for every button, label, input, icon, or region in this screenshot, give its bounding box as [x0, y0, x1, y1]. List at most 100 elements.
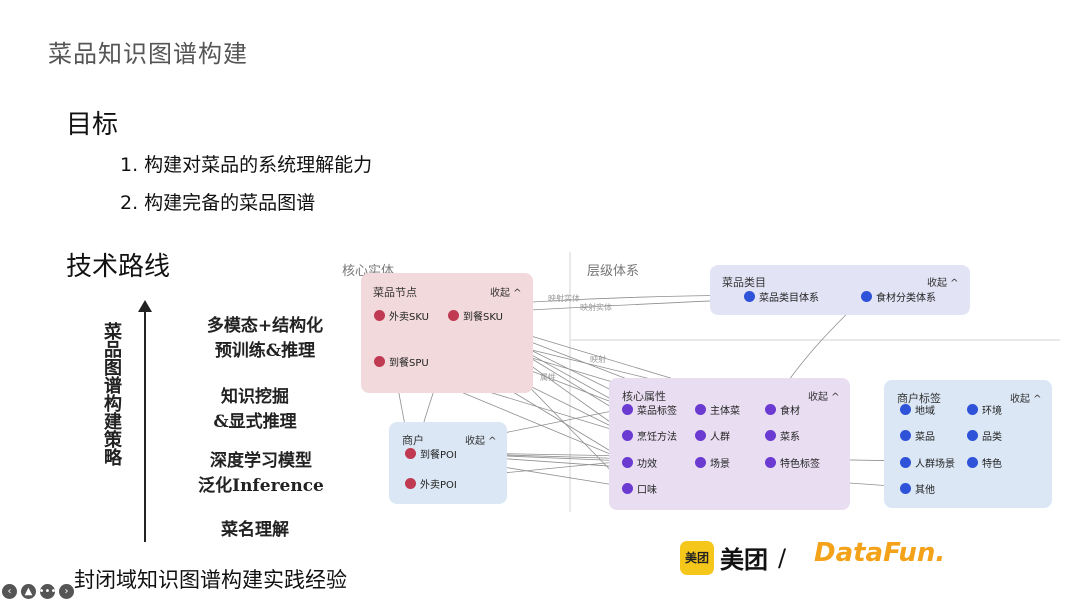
node-other[interactable]: 其他 [900, 481, 935, 496]
node-waimai-poi[interactable]: 外卖POI [405, 476, 457, 491]
strategy-vertical-label: 菜品图谱构建策略 [101, 322, 122, 466]
panel-dish-nodes [361, 273, 533, 393]
node-dot [765, 457, 776, 468]
node-daocan-spu[interactable]: 到餐SPU [374, 354, 429, 369]
node-environment[interactable]: 环境 [967, 402, 1002, 417]
node-label: 菜品类目体系 [759, 293, 819, 304]
node-dot [405, 478, 416, 489]
panel-core-attributes [609, 378, 850, 510]
level-line: 深度学习模型 [210, 451, 312, 471]
level-line: 知识挖掘 [221, 387, 289, 407]
node-dot [900, 483, 911, 494]
node-dot [765, 404, 776, 415]
arrow-shaft [144, 310, 146, 542]
node-dot [622, 404, 633, 415]
node-ingredient-category-system[interactable]: 食材分类体系 [861, 289, 936, 304]
node-cuisine[interactable]: 菜系 [765, 428, 800, 443]
node-daocan-sku[interactable]: 到餐SKU [448, 308, 503, 323]
node-daocan-poi[interactable]: 到餐POI [405, 446, 457, 461]
node-dot [967, 430, 978, 441]
node-efficacy[interactable]: 功效 [622, 455, 657, 470]
panel-merchant-tags [884, 380, 1052, 508]
logo-separator: / [778, 543, 787, 572]
player-controls: ‹ ▲ ••• › [2, 584, 74, 599]
node-dish[interactable]: 菜品 [900, 428, 935, 443]
node-cooking-method[interactable]: 烹饪方法 [622, 428, 677, 443]
collapse-toggle[interactable]: 收起 ^ [1010, 394, 1042, 405]
node-dot [448, 310, 459, 321]
node-dot [374, 310, 385, 321]
node-label: 外卖POI [420, 480, 457, 491]
datafun-logo: DataFun. [814, 538, 946, 568]
node-scene[interactable]: 场景 [695, 455, 730, 470]
level-line: 菜名理解 [221, 520, 289, 540]
pointer-icon[interactable]: ▲ [21, 584, 36, 599]
panel-title: 菜品类目 [722, 276, 766, 289]
node-dot [900, 457, 911, 468]
node-label: 特色标签 [780, 459, 820, 470]
bottom-caption: 封闭域知识图谱构建实践经验 [74, 568, 347, 592]
edge-label: 属性 [540, 372, 556, 382]
node-dot [622, 430, 633, 441]
strategy-level-1: 多模态+结构化 预训练&推理 [190, 314, 340, 364]
node-feature[interactable]: 特色 [967, 455, 1002, 470]
node-label: 烹饪方法 [637, 432, 677, 443]
node-dot [765, 430, 776, 441]
node-region[interactable]: 地域 [900, 402, 935, 417]
level-line: &显式推理 [213, 412, 297, 432]
next-icon[interactable]: › [59, 584, 74, 599]
panel-dish-category [710, 265, 970, 315]
arrow-up-icon [138, 300, 152, 312]
node-category[interactable]: 品类 [967, 428, 1002, 443]
node-dot [405, 448, 416, 459]
panel-title: 菜品节点 [373, 286, 417, 299]
node-crowd-scene[interactable]: 人群场景 [900, 455, 955, 470]
panel-title: 核心属性 [622, 390, 666, 403]
node-label: 环境 [982, 406, 1002, 417]
node-dot [967, 457, 978, 468]
node-label: 其他 [915, 485, 935, 496]
meituan-badge-icon: 美团 [680, 540, 714, 575]
node-label: 菜品标签 [637, 406, 677, 417]
collapse-toggle[interactable]: 收起 ^ [808, 392, 840, 403]
meituan-wordmark: 美团 [720, 546, 768, 574]
strategy-level-4: 菜名理解 [190, 518, 320, 543]
node-label: 人群 [710, 432, 730, 443]
edge-label: 映射 [590, 354, 606, 364]
collapse-toggle[interactable]: 收起 ^ [927, 278, 959, 289]
node-dot [695, 430, 706, 441]
node-dot [861, 291, 872, 302]
node-dot [967, 404, 978, 415]
goal-item: 2. 构建完备的菜品图谱 [120, 192, 316, 214]
node-label: 品类 [982, 432, 1002, 443]
node-label: 到餐POI [420, 450, 457, 461]
node-taste[interactable]: 口味 [622, 481, 657, 496]
node-dish-tag[interactable]: 菜品标签 [622, 402, 677, 417]
goal-item: 1. 构建对菜品的系统理解能力 [120, 154, 373, 176]
node-main-dish[interactable]: 主体菜 [695, 402, 740, 417]
node-label: 菜品 [915, 432, 935, 443]
more-icon[interactable]: ••• [39, 584, 56, 599]
strategy-level-3: 深度学习模型 泛化Inference [186, 449, 336, 499]
slide-title: 菜品知识图谱构建 [48, 40, 248, 68]
node-dot [374, 356, 385, 367]
collapse-toggle[interactable]: 收起 ^ [465, 436, 497, 447]
node-label: 外卖SKU [389, 312, 429, 323]
prev-icon[interactable]: ‹ [2, 584, 17, 599]
meituan-logo: 美团 美团 / [680, 540, 786, 575]
collapse-toggle[interactable]: 收起 ^ [490, 288, 522, 299]
hierarchy-label: 层级体系 [587, 264, 640, 279]
panel-title: 商户 [402, 434, 424, 447]
node-waimai-sku[interactable]: 外卖SKU [374, 308, 429, 323]
node-label: 食材 [780, 406, 800, 417]
goal-heading: 目标 [66, 110, 119, 140]
node-dish-category-system[interactable]: 菜品类目体系 [744, 289, 819, 304]
level-line: 预训练&推理 [214, 341, 316, 361]
node-dot [900, 430, 911, 441]
tech-route-heading: 技术路线 [66, 252, 171, 282]
node-ingredient[interactable]: 食材 [765, 402, 800, 417]
node-label: 人群场景 [915, 459, 955, 470]
edge-label: 映射实体 [580, 302, 612, 312]
node-feature-tag[interactable]: 特色标签 [765, 455, 820, 470]
node-crowd[interactable]: 人群 [695, 428, 730, 443]
